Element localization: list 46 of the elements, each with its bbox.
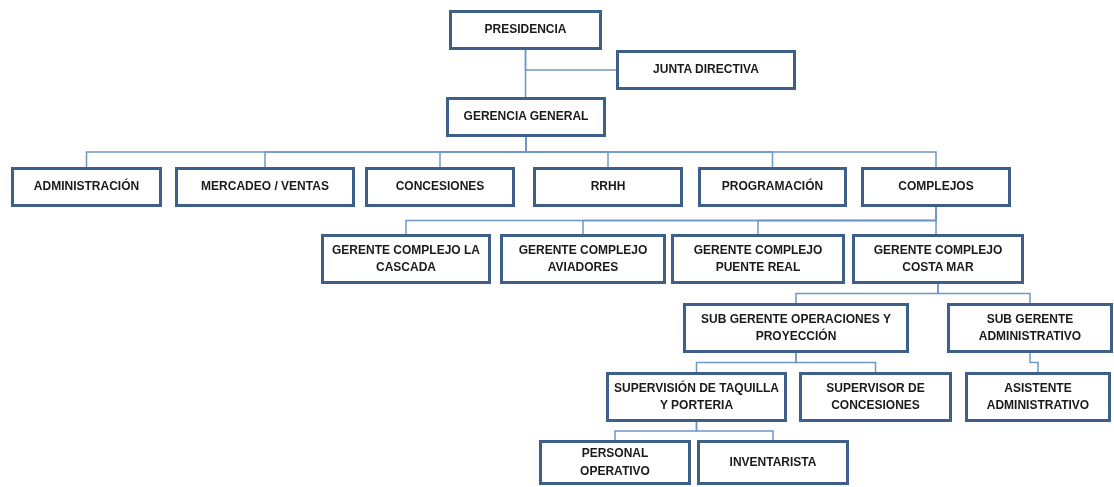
box-label: SUPERVISOR DE CONCESIONES [825,379,926,414]
connector-line [695,421,774,441]
box-label: CONCESIONES [394,178,486,196]
org-box [539,440,691,485]
org-box [500,234,666,284]
box-label: PRESIDENCIA [483,21,568,39]
org-box [852,234,1024,284]
org-box [321,234,491,284]
box-label: GERENCIA GENERAL [462,108,590,126]
org-box [533,167,683,207]
box-label: MERCADEO / VENTAS [200,178,330,196]
org-box [446,97,606,137]
box-label: SUB GERENTE ADMINISTRATIVO [977,310,1083,345]
org-box [606,372,787,422]
box-label: SUB GERENTE OPERACIONES Y PROYECCIÓN [700,310,892,345]
box-label: GERENTE COMPLEJO AVIADORES [517,241,649,276]
org-box [175,167,355,207]
box-label: INVENTARISTA [728,453,818,471]
connector-line [795,352,877,373]
org-box [616,50,796,90]
connector-line [937,283,1031,304]
connector-line [1029,352,1039,373]
org-box [11,167,162,207]
org-box [861,167,1011,207]
org-box [365,167,515,207]
box-label: COMPLEJOS [897,178,975,196]
box-label: ADMINISTRACIÓN [32,178,141,196]
org-box [799,372,952,422]
box-label: PROGRAMACIÓN [720,178,825,196]
box-label: RRHH [589,178,627,196]
org-box [947,303,1113,353]
org-box [697,440,849,485]
connector-line [935,206,937,235]
org-box [671,234,845,284]
box-label: PERSONAL OPERATIVO [579,445,651,480]
box-label: GERENTE COMPLEJO LA CASCADA [331,241,481,276]
box-label: GERENTE COMPLEJO PUENTE REAL [692,241,824,276]
org-box [698,167,847,207]
org-box [683,303,909,353]
box-label: GERENTE COMPLEJO COSTA MAR [872,241,1004,276]
box-label: SUPERVISIÓN DE TAQUILLA Y PORTERIA [613,379,780,414]
org-box [965,372,1111,422]
org-box [449,10,602,50]
box-label: JUNTA DIRECTIVA [652,61,760,79]
box-label: ASISTENTE ADMINISTRATIVO [985,379,1091,414]
connector-line [524,49,527,98]
